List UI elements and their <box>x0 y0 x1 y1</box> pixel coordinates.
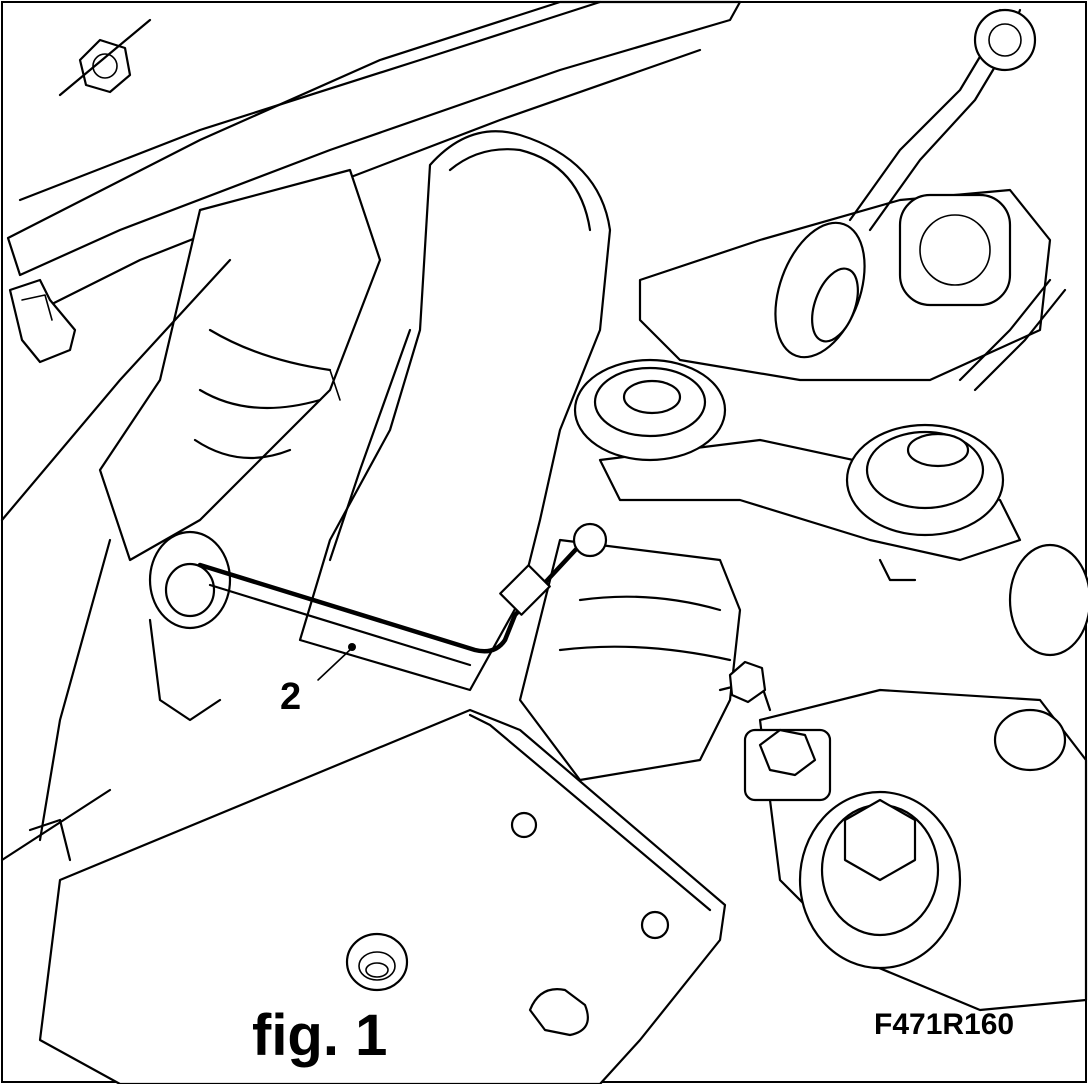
callout-2-leader <box>317 643 356 681</box>
callout-2-label: 2 <box>280 676 302 718</box>
allen-key-tool <box>197 522 608 667</box>
left-frame-rail <box>0 258 232 862</box>
lever-arms <box>573 358 1022 582</box>
figure-label: fig. 1 <box>252 1003 388 1068</box>
top-left-bolt <box>58 18 152 97</box>
left-clip <box>8 278 77 364</box>
mounting-bracket <box>38 708 727 1084</box>
gearbox-housing <box>518 538 742 782</box>
left-hose <box>98 168 382 562</box>
shift-linkage <box>638 8 1067 392</box>
lower-right-bolts <box>718 543 1088 1012</box>
tool-target-bolt <box>148 530 232 722</box>
reference-code: F471R160 <box>874 1008 1015 1041</box>
